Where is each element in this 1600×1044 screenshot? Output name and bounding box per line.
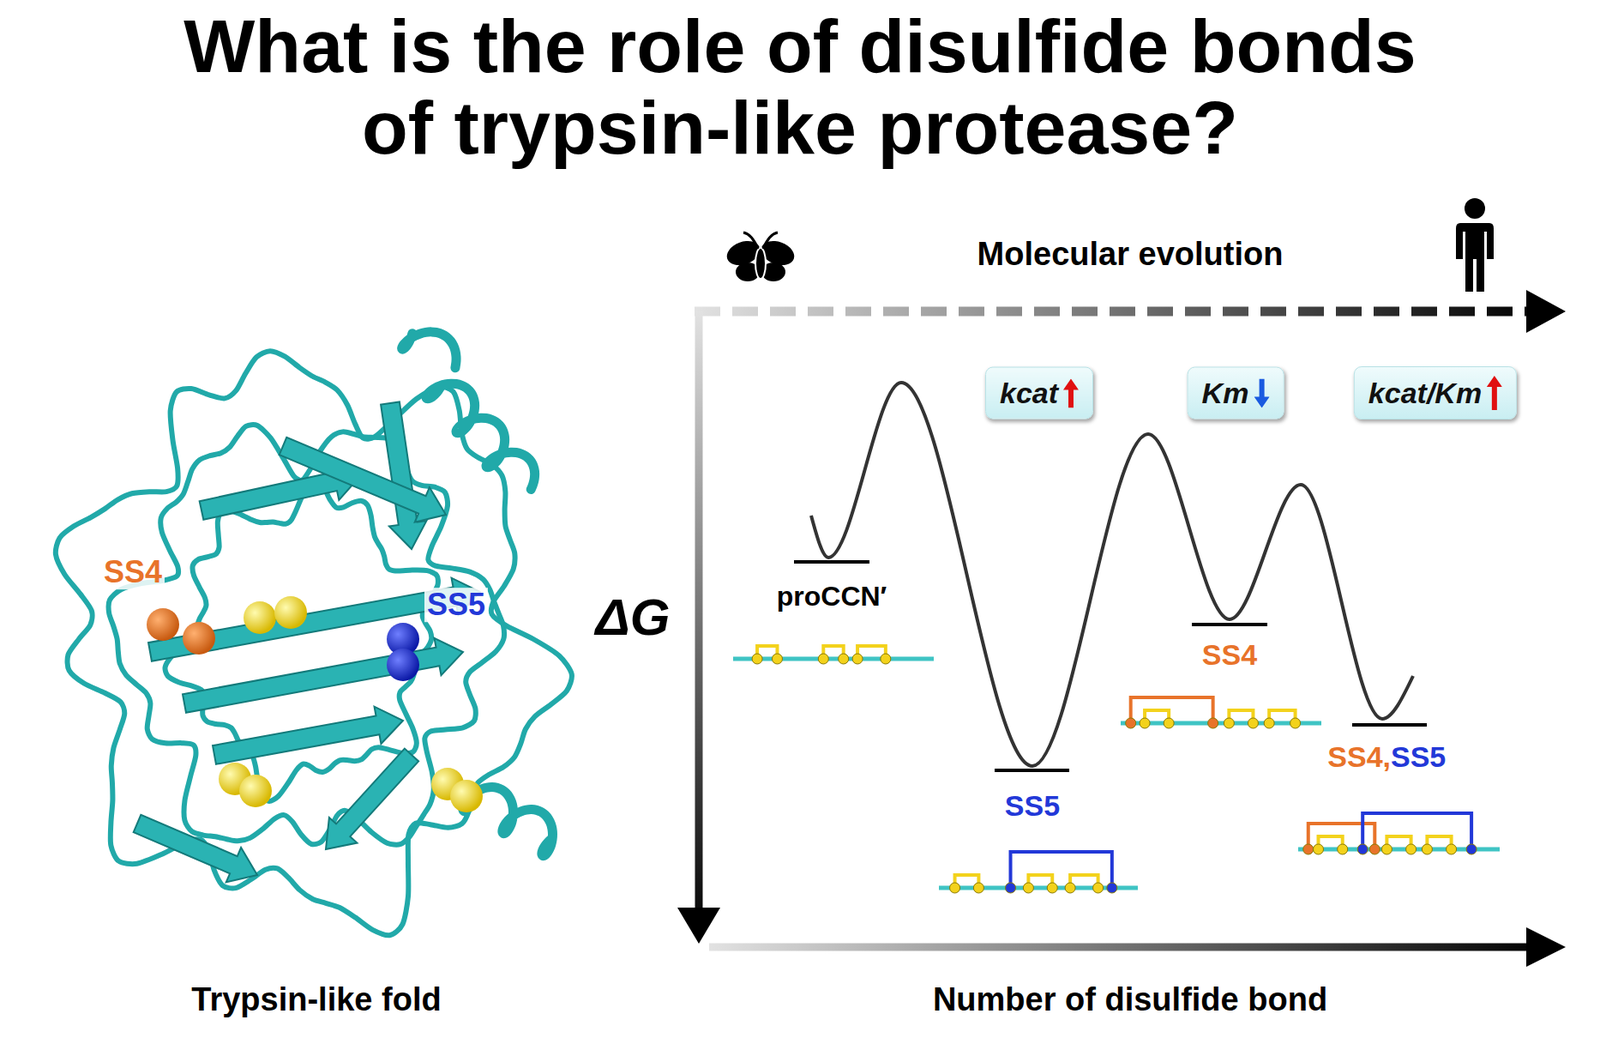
energy-curve <box>811 382 1414 766</box>
cysteine-dot <box>1208 717 1219 728</box>
trend-arrow <box>1063 378 1079 408</box>
moth-icon <box>723 232 798 282</box>
disulfide-atom <box>182 621 216 655</box>
arrow-shape <box>1486 375 1503 410</box>
trend-arrow <box>1486 375 1503 410</box>
energy-axis <box>695 311 704 914</box>
cysteine-dot <box>818 653 829 664</box>
loop-coil <box>55 350 572 935</box>
energy-level <box>1191 622 1268 626</box>
beta-strand <box>133 814 258 883</box>
disulfide-atom <box>274 595 307 629</box>
cysteine-dot <box>1139 717 1150 728</box>
cysteine-dot <box>771 653 782 664</box>
loop-coil <box>108 424 505 845</box>
axes <box>677 289 1566 967</box>
count-axis <box>709 943 1535 951</box>
parameter-box: kcat/Km <box>1353 366 1517 420</box>
cysteine-dot <box>852 653 863 664</box>
human-part <box>1464 198 1486 219</box>
cysteine-dot <box>1263 717 1275 728</box>
figure-caption: Trypsin-like fold <box>191 981 441 1018</box>
parameter-box: Km <box>1187 366 1285 420</box>
arrow-head <box>677 907 721 944</box>
disulfide-map <box>938 851 1138 893</box>
parameter-name: kcat <box>999 376 1059 410</box>
cysteine-dot <box>1303 843 1314 855</box>
parameter-box: kcat <box>985 366 1094 420</box>
bond-label: SS5 <box>424 587 488 622</box>
chain-line <box>733 656 934 662</box>
arrow-head <box>1526 926 1566 967</box>
parameter-name: kcat/Km <box>1368 376 1482 410</box>
cysteine-dot <box>1337 843 1348 855</box>
cysteine-dot <box>1290 717 1301 728</box>
axis-label: ΔG <box>595 589 671 646</box>
beta-strand <box>182 637 464 713</box>
cysteine-dot <box>1421 843 1432 855</box>
protein-ribbon <box>55 331 572 935</box>
energy-level <box>1352 722 1427 727</box>
disulfide-map <box>733 645 934 664</box>
human-part <box>1455 222 1494 292</box>
arrow-shape <box>1253 378 1270 408</box>
arrow-shape <box>1063 378 1079 408</box>
cysteine-dot <box>751 653 763 664</box>
state-label: SS5 <box>1004 789 1060 822</box>
bond-bracket <box>1362 812 1472 849</box>
arrow-head <box>1526 289 1566 333</box>
moth-part <box>755 247 766 279</box>
bond-label: SS4 <box>101 554 165 590</box>
cysteine-dot <box>1064 882 1076 893</box>
cysteine-dot <box>1163 717 1174 728</box>
cysteine-dot <box>1466 843 1477 855</box>
cysteine-dot <box>1446 843 1457 855</box>
cysteine-dot <box>1022 882 1034 893</box>
cysteine-dot <box>973 882 984 893</box>
helix <box>426 383 536 489</box>
energy-level <box>994 768 1070 772</box>
cysteine-dot <box>880 653 891 664</box>
cysteine-dot <box>950 882 961 893</box>
human-icon <box>1455 198 1494 292</box>
state-label: SS4, <box>1327 740 1391 773</box>
cysteine-dot <box>1125 717 1137 728</box>
disulfide-atom <box>243 601 277 634</box>
disulfide-atom <box>146 607 180 641</box>
cysteine-dot <box>1247 717 1258 728</box>
parameter-name: Km <box>1202 376 1250 410</box>
title: What is the role of disulfide bonds of t… <box>165 5 1435 169</box>
axis-label: Number of disulfide bond <box>932 981 1328 1018</box>
cysteine-dot <box>1093 882 1104 893</box>
disulfide-map <box>1298 812 1500 855</box>
cysteine-dot <box>1046 882 1058 893</box>
trend-arrow <box>1253 378 1270 408</box>
moth-part <box>743 232 778 249</box>
disulfide-atom <box>239 774 272 807</box>
disulfide-atom <box>450 779 483 813</box>
cysteine-dot <box>838 653 849 664</box>
cysteine-dot <box>1106 882 1118 893</box>
cysteine-dot <box>1381 843 1392 855</box>
state-label: SS5 <box>1390 740 1446 773</box>
energy-level <box>793 559 870 564</box>
cysteine-dot <box>1369 843 1380 855</box>
cysteine-dot <box>1406 843 1417 855</box>
disulfide-atom <box>386 648 420 681</box>
state-label: proCCN′ <box>776 581 888 612</box>
cysteine-dot <box>1357 843 1368 855</box>
beta-strand <box>212 706 404 764</box>
cysteine-dot <box>1313 843 1324 855</box>
beta-strand <box>380 401 427 549</box>
cysteine-dot <box>1223 717 1234 728</box>
disulfide-map <box>1120 697 1322 728</box>
beta-strand <box>279 437 446 523</box>
helix <box>402 331 457 368</box>
beta-strand <box>325 748 419 849</box>
evolution-arrow <box>694 306 1535 317</box>
state-label: SS4 <box>1202 638 1258 671</box>
axis-label: Molecular evolution <box>977 236 1284 273</box>
cysteine-dot <box>1005 882 1017 893</box>
